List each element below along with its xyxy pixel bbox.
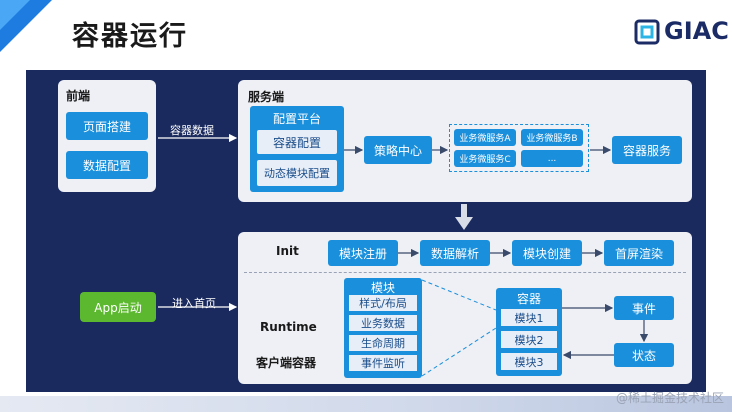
container-config-item: 容器配置 [257, 130, 337, 154]
init-step-module-create: 模块创建 [512, 240, 582, 266]
watermark: @稀土掘金技术社区 [615, 391, 724, 405]
server-label: 服务端 [248, 90, 285, 104]
config-platform-label: 配置平台 [272, 112, 321, 126]
enter-home-label: 进入首页 [172, 297, 216, 310]
module-item-style: 样式/布局 [349, 295, 417, 311]
container-module-3: 模块3 [501, 353, 557, 370]
strategy-center-button: 策略中心 [364, 136, 432, 164]
init-step-first-render: 首屏渲染 [604, 240, 674, 266]
event-button: 事件 [614, 296, 674, 320]
data-config-button: 数据配置 [66, 151, 148, 179]
logo-text: GIAC [664, 17, 729, 45]
container-data-label: 容器数据 [170, 124, 214, 137]
runtime-label: Runtime [260, 320, 317, 334]
container-service-button: 容器服务 [612, 136, 682, 164]
microservice-c: 业务微服务C [454, 150, 516, 167]
microservice-a: 业务微服务A [454, 129, 516, 146]
init-step-module-register: 模块注册 [328, 240, 398, 266]
page-build-button: 页面搭建 [66, 112, 148, 140]
container-title: 容器 [516, 292, 541, 306]
page-title: 容器运行 [72, 21, 188, 52]
container-module-2: 模块2 [501, 331, 557, 348]
module-item-event-listen: 事件监听 [349, 355, 417, 371]
state-button: 状态 [614, 343, 674, 367]
microservice-more: ... [521, 150, 583, 167]
init-label: Init [276, 244, 299, 258]
down-arrow-icon [455, 204, 473, 230]
giac-logo-icon [634, 19, 660, 45]
corner-decoration [0, 0, 52, 52]
app-start-button: App启动 [80, 292, 156, 322]
init-step-data-parse: 数据解析 [420, 240, 490, 266]
client-container-label: 客户端容器 [256, 356, 317, 370]
bottom-bar [0, 396, 732, 412]
microservice-b: 业务微服务B [521, 129, 583, 146]
module-title: 模块 [370, 281, 395, 295]
frontend-label: 前端 [66, 89, 91, 103]
dynamic-module-config-item: 动态模块配置 [257, 160, 337, 186]
module-item-data: 业务数据 [349, 315, 417, 331]
container-module-1: 模块1 [501, 309, 557, 326]
microservices-group [449, 124, 589, 172]
separator-line [244, 272, 686, 273]
module-item-lifecycle: 生命周期 [349, 335, 417, 351]
